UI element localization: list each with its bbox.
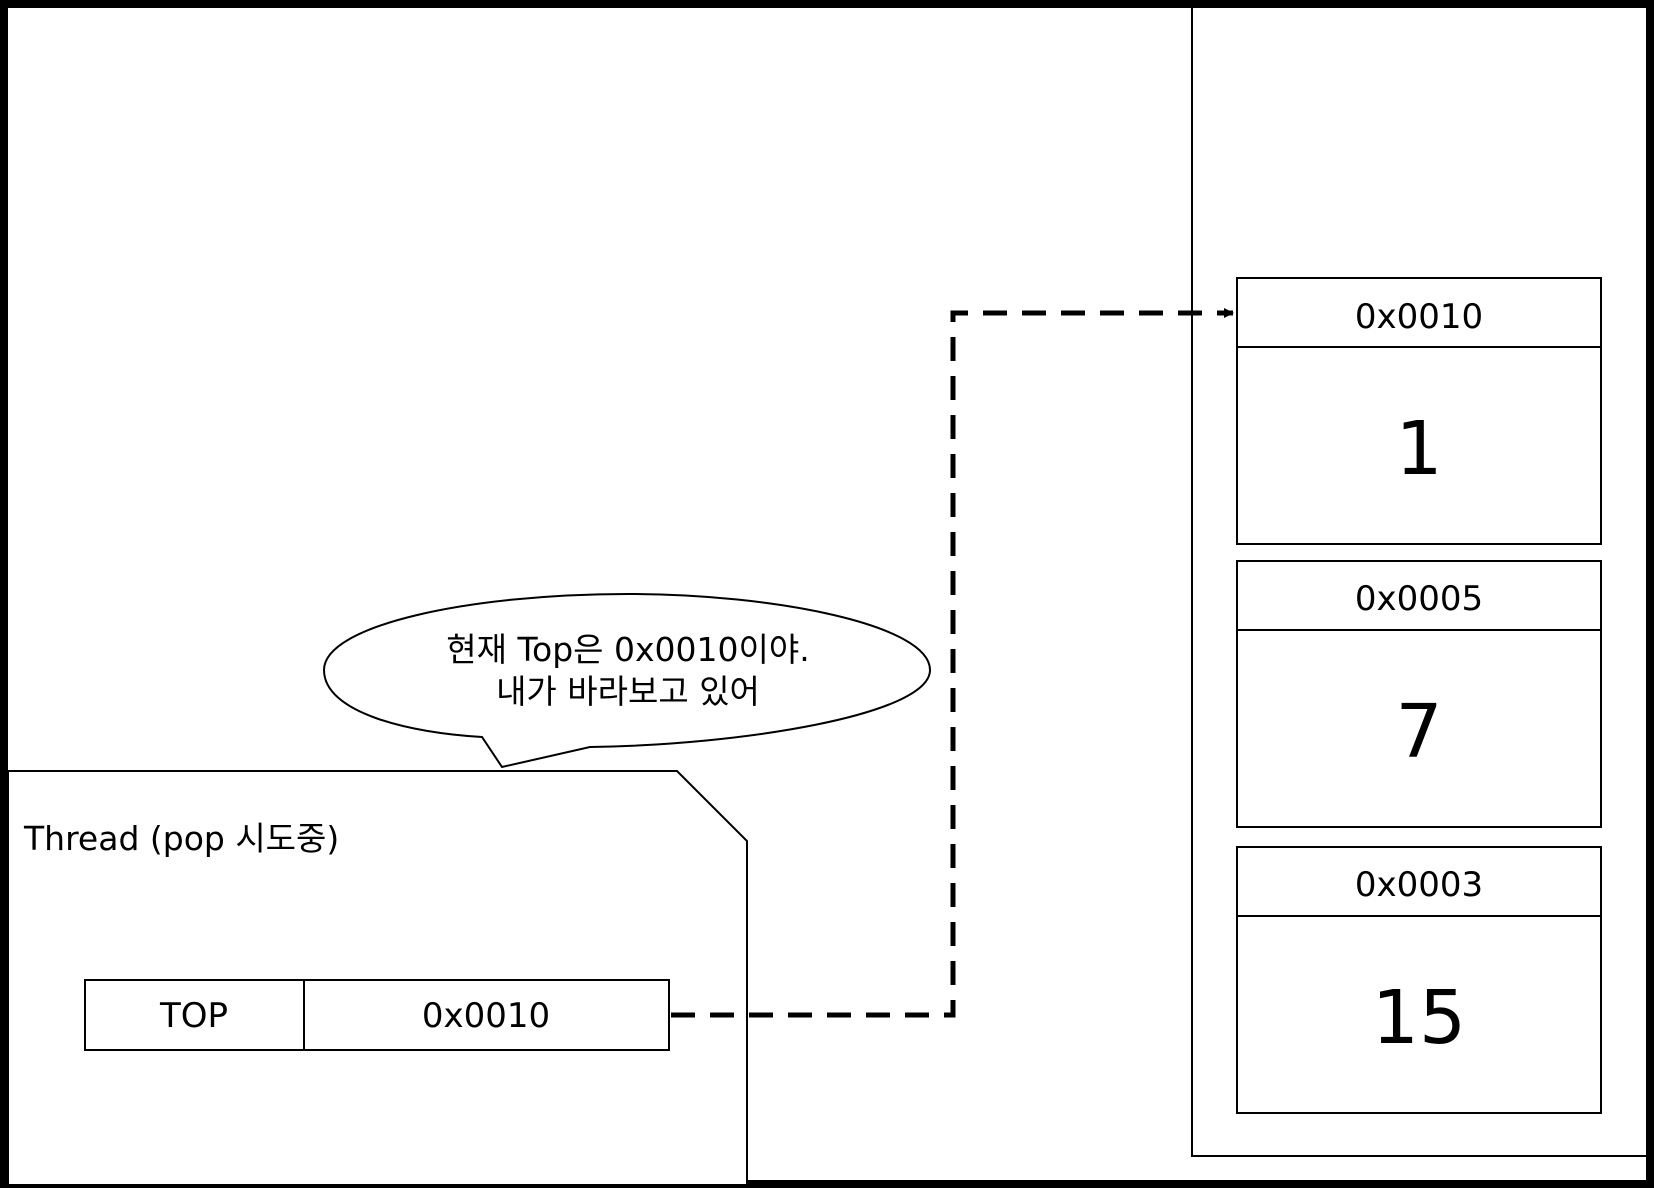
thread-box <box>7 770 748 1184</box>
stack-node-value: 1 <box>1395 406 1442 492</box>
stack-node-address-cell <box>1236 846 1602 917</box>
stack-node-address: 0x0005 <box>1355 579 1483 619</box>
stack-node-value-cell <box>1236 915 1602 1114</box>
stack-node-address: 0x0003 <box>1355 865 1483 905</box>
stack-node-value: 15 <box>1372 975 1466 1061</box>
stack-node-address: 0x0010 <box>1355 297 1483 337</box>
bubble-line-2: 내가 바라보고 있어 <box>496 672 760 711</box>
stack-node: 0x0010 1 <box>1236 277 1602 545</box>
stack-node-value-cell <box>1236 346 1602 545</box>
top-value-cell <box>303 979 670 1051</box>
stack-node-address-cell <box>1236 277 1602 348</box>
stack-node-value: 7 <box>1395 689 1442 775</box>
top-key-cell <box>84 979 305 1051</box>
top-value: 0x0010 <box>422 996 550 1036</box>
stack-region <box>1191 8 1648 1157</box>
stack-node: 0x0005 7 <box>1236 560 1602 828</box>
stack-node-value-cell <box>1236 629 1602 828</box>
pointer-arrow <box>671 308 1234 1018</box>
top-key: TOP <box>159 996 228 1036</box>
thread-label: Thread (pop 시도중) <box>23 819 339 858</box>
stack-node-address-cell <box>1236 560 1602 631</box>
speech-bubble <box>322 592 932 769</box>
stack-node: 0x0003 15 <box>1236 846 1602 1114</box>
bubble-line-1: 현재 Top은 0x0010이야. <box>446 630 809 669</box>
